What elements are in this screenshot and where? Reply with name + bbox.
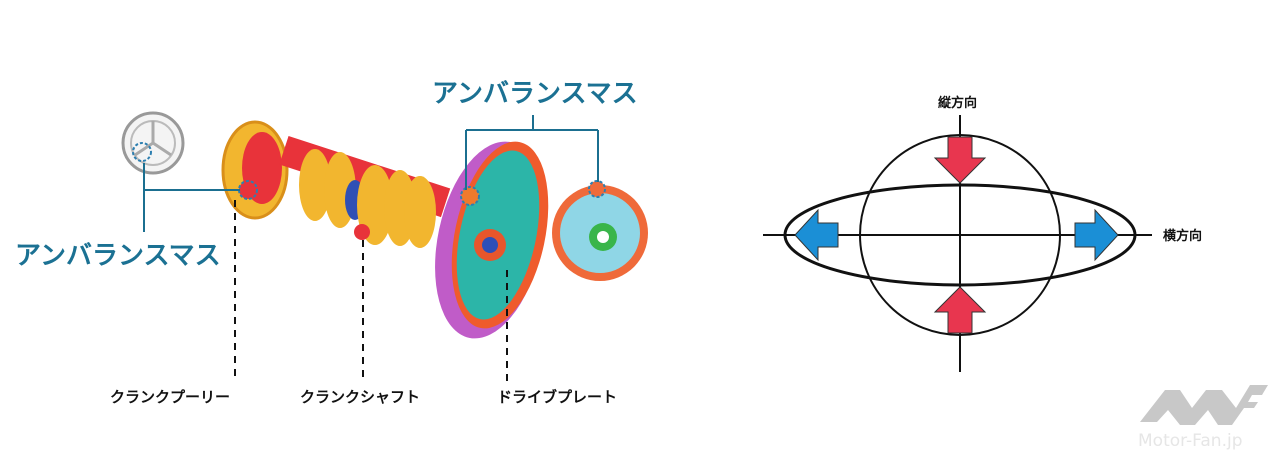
vertical-direction-label: 縦方向 <box>938 95 977 111</box>
crankshaft-label: クランクシャフト <box>300 388 420 406</box>
blue-arrow-right-icon <box>1074 208 1119 262</box>
leader-lines <box>143 115 599 232</box>
blue-arrow-left-icon <box>794 208 839 262</box>
crankshaft-illustration <box>279 136 451 248</box>
crank-pulley-label: クランクプーリー <box>110 388 230 406</box>
horizontal-direction-label: 横方向 <box>1163 228 1202 244</box>
unbalance-mass-label-left: アンバランスマス <box>15 241 221 271</box>
red-arrow-down-icon <box>933 136 987 184</box>
plate-detail-illustration <box>552 180 648 281</box>
crank-pulley-illustration <box>221 120 289 220</box>
part-dashed-lines <box>234 200 508 382</box>
small-pulley-illustration <box>121 111 185 175</box>
drive-plate-illustration <box>435 141 549 339</box>
motor-fan-logo: Motor-Fan.jp <box>1138 385 1268 451</box>
unbalance-mass-label-top: アンバランスマス <box>432 79 638 109</box>
drive-plate-label: ドライブプレート <box>497 388 617 406</box>
watermark-text: Motor-Fan.jp <box>1138 431 1243 451</box>
red-arrow-up-icon <box>933 286 987 334</box>
